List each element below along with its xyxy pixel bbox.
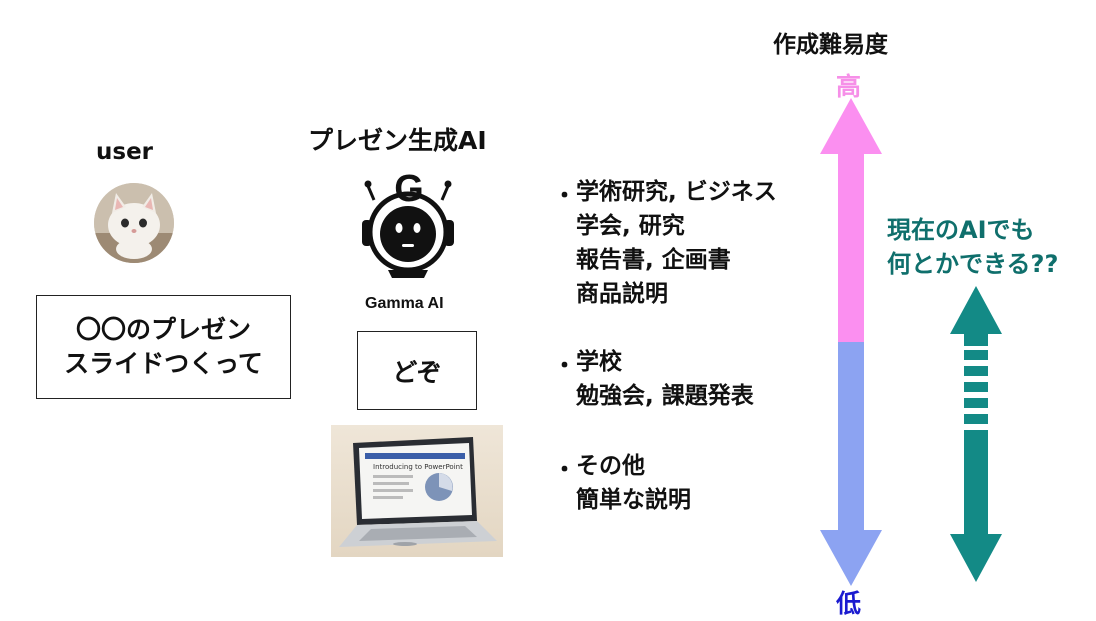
gamma-logo: G [360,168,456,282]
category-1-line-2: 学会, 研究 [576,213,685,239]
laptop-image: Introducing to PowerPoint [331,425,503,557]
difficulty-high-label: 高 [836,72,862,101]
logo-letter: G [394,168,424,210]
user-request-box: 〇〇のプレゼン スライドつくって [36,295,291,399]
ai-title: プレゼン生成AI [308,126,487,155]
category-3-line-2: 簡単な説明 [576,487,691,513]
bullet-dot-2: ・ [553,353,576,379]
logo-caption: Gamma AI [365,295,444,312]
category-1-line-1: 学術研究, ビジネス [576,179,777,205]
cat-avatar-image [94,183,174,263]
category-2-line-1: 学校 [576,349,622,375]
difficulty-title: 作成難易度 [773,32,888,58]
arrow-low-half [820,342,882,586]
ai-note-line2: 何とかできる?? [887,250,1059,278]
ai-note-dashed-arrow [950,286,1002,582]
difficulty-low-label: 低 [836,589,862,618]
bullet-dot-1: ・ [553,183,576,209]
robot-logo-icon [362,180,454,278]
category-1-line-3: 報告書, 企画書 [576,247,731,273]
laptop-icon: Introducing to PowerPoint [331,425,503,557]
laptop-slide-title: Introducing to PowerPoint [373,463,463,471]
category-1-line-4: 商品説明 [576,281,668,307]
ai-reply-text: どぞ [392,357,442,387]
ai-reply-box: どぞ [357,331,477,410]
bullet-dot-3: ・ [553,457,576,483]
arrow-high-half [820,98,882,342]
ai-note-line1: 現在のAIでも [887,216,1035,244]
category-2-line-2: 勉強会, 課題発表 [576,383,754,409]
user-request-line1: 〇〇のプレゼン [75,315,251,344]
user-avatar [94,183,174,263]
difficulty-arrow [820,98,882,586]
user-request-line2: スライドつくって [64,349,263,378]
category-3-line-1: その他 [576,453,645,479]
user-label: user [96,139,154,165]
